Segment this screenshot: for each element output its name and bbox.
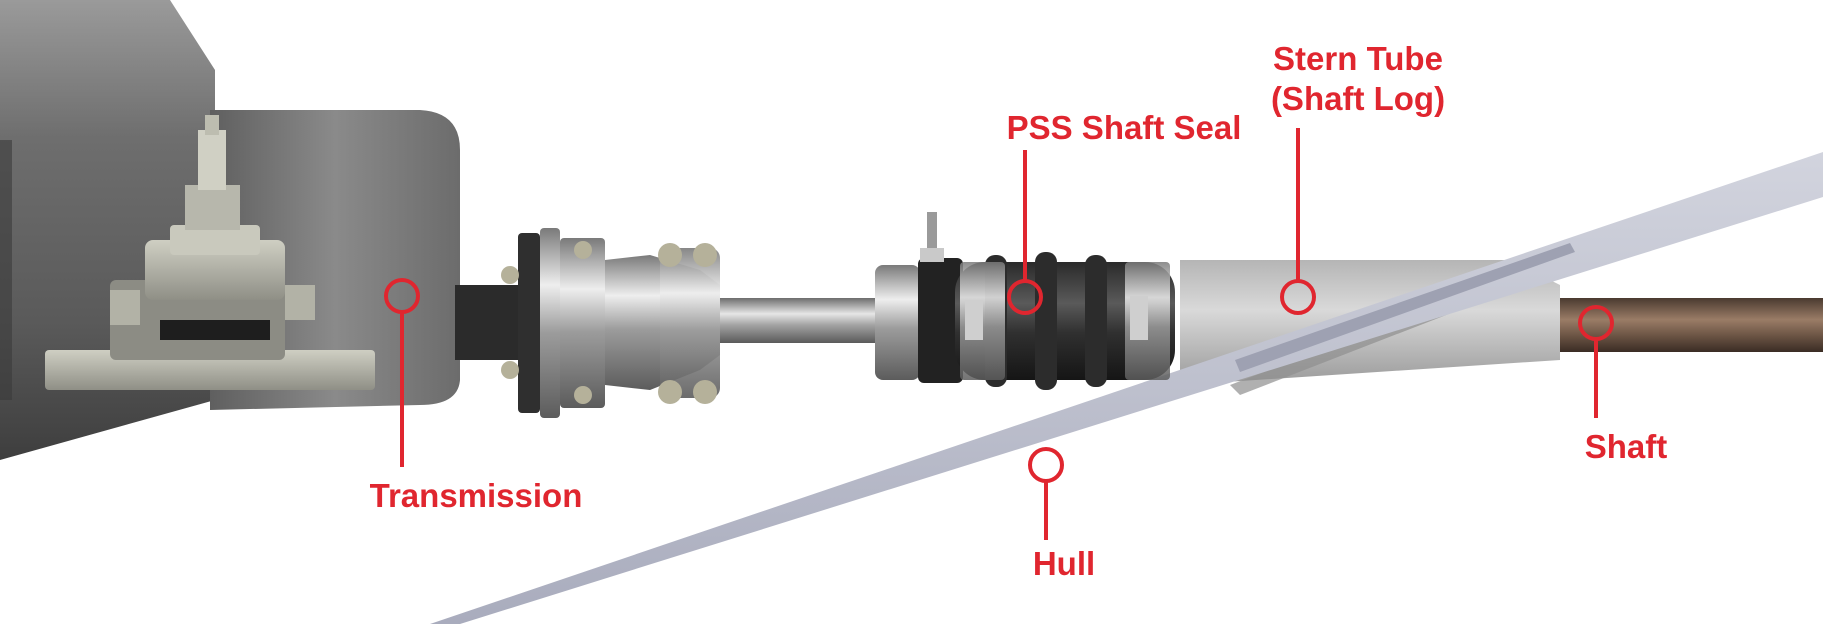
stern-tube-label: Stern Tube [1273,40,1443,77]
callout-marker [1028,447,1064,483]
transmission-label: Transmission [370,477,583,514]
propeller-shaft-inner [700,298,900,343]
callout-shaft: Shaft [1578,305,1668,465]
shaft-label: Shaft [1585,428,1668,465]
hull-label: Hull [1033,545,1095,582]
callout-stern-tube: Stern Tube (Shaft Log) [1271,40,1445,315]
callout-hull: Hull [1028,447,1095,582]
callout-marker [1007,279,1043,315]
callout-pss-shaft-seal: PSS Shaft Seal [1007,109,1242,315]
hull-plate-flange [1235,243,1575,372]
transmission-mount [45,115,375,390]
shaft-coupling [455,228,720,418]
callout-transmission: Transmission [370,278,583,514]
callout-marker [1280,279,1316,315]
pss-shaft-seal-label: PSS Shaft Seal [1007,109,1242,146]
shaft-log-label: (Shaft Log) [1271,80,1445,117]
hull-plate [430,152,1823,624]
